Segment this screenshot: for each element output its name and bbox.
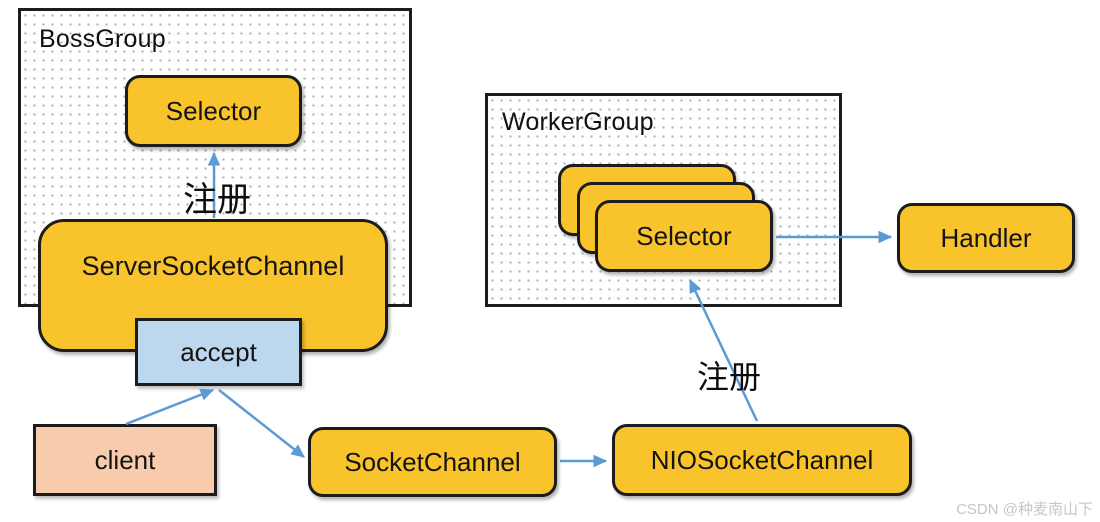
edge-accept-to-socket-channel [218,389,305,458]
worker-selector-node: Selector [595,200,773,272]
csdn-watermark: CSDN @种麦南山下 [956,501,1093,518]
client-node: client [33,424,217,496]
register-label-worker: 注册 [697,359,762,395]
register-label-boss: 注册 [183,181,251,219]
edge-client-to-accept [125,388,215,426]
accept-node: accept [135,318,302,386]
boss-selector-node: Selector [125,75,302,147]
boss-group-label: BossGroup [39,25,166,53]
worker-group-label: WorkerGroup [502,108,654,136]
handler-node: Handler [897,203,1075,273]
nio-socket-channel-node: NIOSocketChannel [612,424,912,496]
socket-channel-node: SocketChannel [308,427,557,497]
